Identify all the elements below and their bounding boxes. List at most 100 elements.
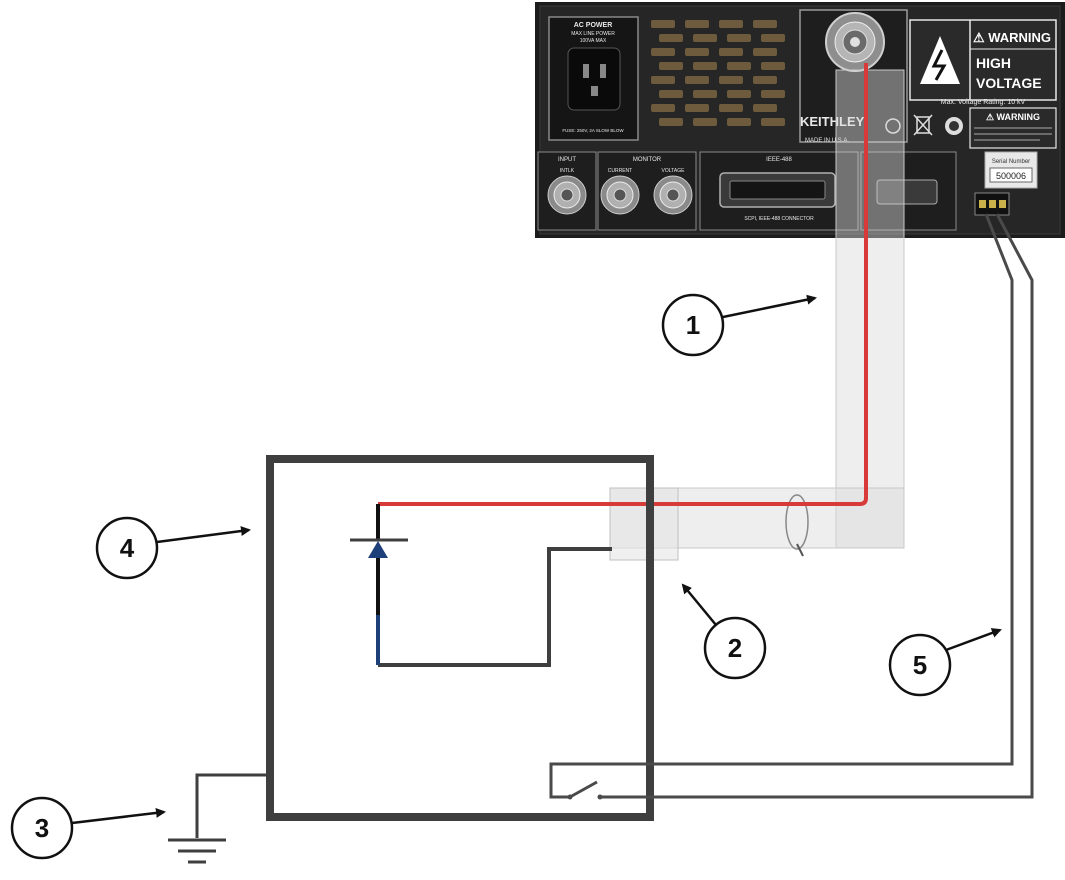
interlock-circuit (549, 213, 1034, 800)
max-voltage-rating: Max. Voltage Rating: 10 kV (941, 99, 1026, 106)
vent-slot (651, 48, 675, 56)
vent-slot (651, 20, 675, 28)
callout-2: 2 (681, 583, 767, 680)
socket-pin (591, 86, 598, 96)
interlock-switch-icon (569, 780, 598, 799)
callout-arrow (945, 628, 1002, 652)
vent-slot (659, 90, 683, 98)
vent-slot (685, 76, 709, 84)
bnc-connector: VOLTAGE (653, 168, 693, 215)
hv-wire (378, 63, 868, 506)
callout-number: 3 (35, 813, 49, 843)
hv-cable (609, 69, 905, 561)
power-label: AC POWER (574, 22, 613, 29)
vent-slot (727, 34, 751, 42)
vent-slot (659, 62, 683, 70)
weee-bin-icon (916, 116, 930, 134)
high-voltage-label-line2: VOLTAGE (976, 75, 1042, 91)
vent-slot (659, 118, 683, 126)
brand-logo: KEITHLEY (800, 114, 865, 129)
vent-slot (685, 20, 709, 28)
hv-output-connector (799, 9, 908, 143)
vent-slot (651, 76, 675, 84)
feedthrough-connector (609, 487, 679, 561)
high-voltage-label-line1: HIGH (976, 55, 1011, 71)
vent-slot (753, 20, 777, 28)
interlock-wire-a (549, 213, 1014, 799)
vent-slot (761, 62, 785, 70)
callout-number: 4 (120, 533, 135, 563)
diode-arrow-icon (368, 541, 388, 558)
vent-slot (693, 118, 717, 126)
fan-vent (651, 20, 785, 126)
vent-slot (753, 76, 777, 84)
callout-number: 1 (686, 310, 700, 340)
power-sublabel-2: 100VA MAX (580, 38, 607, 44)
vent-slot (719, 20, 743, 28)
callout-number: 5 (913, 650, 927, 680)
bnc-connector: CURRENT (600, 168, 640, 215)
vent-slot (693, 34, 717, 42)
vent-slot (719, 104, 743, 112)
callout-arrow (722, 294, 817, 319)
ground-connection (168, 773, 272, 864)
vent-slot (719, 48, 743, 56)
callout-circle (703, 616, 767, 680)
callout-1: 1 (661, 293, 817, 357)
vent-slot (685, 48, 709, 56)
interlock-wire-b (600, 213, 1034, 799)
ce-mark-icon (885, 118, 901, 134)
vent-slot (693, 90, 717, 98)
compliance-area: KEITHLEY MADE IN U.S.A. ⚠ WARNING (800, 107, 1057, 149)
callout-circle (661, 293, 725, 357)
serial-number: 500006 (996, 171, 1026, 181)
power-socket (567, 47, 621, 111)
bnc-label: VOLTAGE (662, 168, 686, 174)
ieee-label: IEEE-488 (766, 157, 792, 163)
power-sublabel: MAX LINE POWER (571, 31, 615, 37)
io-panel: INPUT MONITOR INTLK CURRENT VOLTAGE IEEE-4… (537, 151, 1038, 231)
socket-pin (583, 64, 589, 78)
vent-slot (659, 34, 683, 42)
callout-number: 2 (728, 633, 742, 663)
shield-ring (785, 494, 809, 550)
vent-slot (693, 62, 717, 70)
callout-circle (95, 516, 159, 580)
vent-slot (685, 104, 709, 112)
return-wire (378, 547, 612, 667)
callout-arrow (681, 583, 717, 626)
made-in-label: MADE IN U.S.A. (805, 138, 849, 144)
vent-slot (719, 76, 743, 84)
lightning-bolt-icon (931, 49, 947, 81)
vent-slot (761, 34, 785, 42)
high-voltage-warning: ⚠ WARNING HIGH VOLTAGE Max. Voltage Rati… (909, 19, 1057, 106)
enclosure-wall (266, 455, 654, 821)
socket-pin (600, 64, 606, 78)
instrument-rear-panel: AC POWER MAX LINE POWER 100VA MAX FUSE: … (535, 2, 1065, 238)
hazard-triangle-icon (920, 36, 960, 84)
callout-circle (888, 633, 952, 697)
callout-3: 3 (10, 796, 166, 860)
bnc-label: INTLK (560, 168, 575, 174)
cable-sheath-vertical (835, 69, 905, 549)
vent-slot (753, 48, 777, 56)
vent-slot (761, 90, 785, 98)
callout-5: 5 (888, 628, 1002, 697)
vent-slot (753, 104, 777, 112)
vent-slot (727, 90, 751, 98)
vent-slot (651, 104, 675, 112)
vent-slot (761, 118, 785, 126)
db9-port-icon (876, 179, 938, 205)
input-group-label: INPUT (558, 157, 576, 163)
serial-caption: Serial Number (992, 159, 1030, 165)
warning-label: ⚠ WARNING (973, 30, 1051, 45)
ieee-sublabel: SCPI, IEEE-488 CONNECTOR (744, 216, 814, 222)
monitor-group-label: MONITOR (633, 157, 662, 163)
bnc-connector: INTLK (547, 168, 587, 215)
callout-circle (10, 796, 74, 860)
callout-4: 4 (95, 516, 251, 580)
ac-power-inlet: AC POWER MAX LINE POWER 100VA MAX FUSE: … (548, 16, 639, 141)
dut-diode (350, 504, 408, 665)
bnc-label: CURRENT (608, 168, 632, 174)
